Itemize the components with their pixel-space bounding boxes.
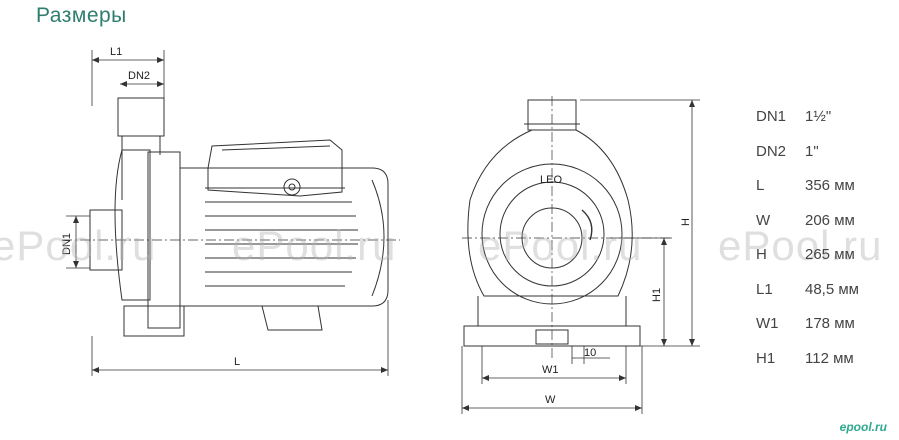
outlet-neck [121,136,161,200]
specs-table: DN1 1½" DN2 1" L 356 мм W 206 мм H 265 м… [756,104,896,380]
spec-value: 1½" [805,108,832,125]
watermark-4: ePool.ru [718,222,883,269]
pump-foot [123,305,185,337]
dim-h-label: H [680,218,692,226]
spec-row-l1: L1 48,5 мм [756,277,896,312]
spec-value: 112 мм [805,349,854,367]
spec-key: H [756,246,767,263]
spec-row-w1: W1 178 мм [756,311,896,346]
spec-value: 206 мм [805,211,855,229]
dim-w-label: W [545,394,556,406]
dim-dn1-label: DN1 [61,233,73,255]
spec-key: DN1 [756,108,787,125]
spec-key: DN2 [756,142,787,160]
dim-l-label: L [234,356,240,368]
dim-h1-label: H1 [651,288,663,302]
spec-value: 48,5 мм [805,280,859,298]
spec-row-h1: H1 112 мм [756,346,896,381]
spec-value: 178 мм [805,315,855,332]
front-base [463,296,641,347]
dim-10-label: 10 [584,347,596,359]
front-view: LEO H H1 10 W1 W [461,96,700,414]
watermark-2: ePool.ru [232,222,397,269]
end-cover [371,179,385,297]
terminal-box [207,139,343,197]
motor-logo: LEO [540,174,562,186]
watermark-1: ePool.ru [0,222,157,269]
spec-row-h: H 265 мм [756,242,896,277]
dim-dn2-label: DN2 [128,70,150,82]
spec-value: 1" [805,142,819,160]
rotation-arrow [581,209,593,241]
spec-value: 356 мм [805,177,855,194]
side-view: L1 DN2 DN1 L [61,46,400,376]
page-title: Размеры [36,4,127,27]
spec-row-dn2: DN2 1" [756,139,896,174]
dim-w1-label: W1 [542,364,559,376]
dim-l1-label: L1 [110,46,122,58]
volute-body [114,149,151,301]
front-volute [467,129,633,297]
spec-row-w: W 206 мм [756,208,896,243]
outlet-flange [117,97,165,137]
spec-key: L1 [756,280,773,298]
motor-housing [179,167,389,307]
spec-value: 265 мм [805,246,855,263]
spec-row-l: L 356 мм [756,173,896,208]
spec-row-dn1: DN1 1½" [756,104,896,139]
capacitor-plug [283,178,301,196]
brand-logo[interactable]: epool.ru [839,420,887,434]
spec-key: W1 [756,315,779,332]
spec-key: H1 [756,349,776,367]
motor-fins [205,187,358,287]
spec-key: L [756,177,765,194]
motor-foot [261,305,323,331]
spec-key: W [756,211,771,229]
watermark-3: ePool.ru [478,222,643,269]
